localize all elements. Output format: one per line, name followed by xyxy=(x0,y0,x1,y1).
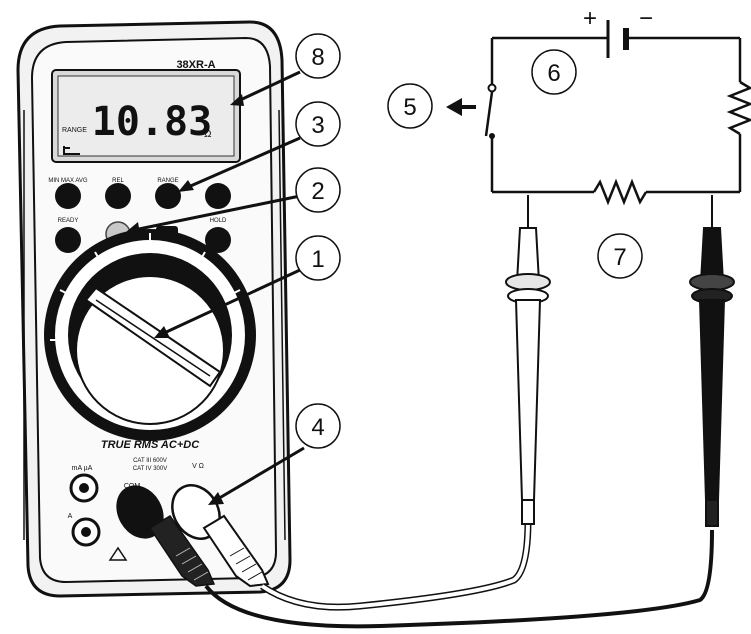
arrowhead-3 xyxy=(178,180,194,192)
leader-4 xyxy=(215,446,305,502)
arrowhead-8 xyxy=(230,94,244,106)
lcd-reading: 10.83 xyxy=(92,99,212,145)
black-plug-boot xyxy=(148,514,216,587)
cat-rating-2: CAT IV 300V xyxy=(133,466,167,472)
model-label: 38XR-A xyxy=(176,59,215,71)
ready-button[interactable] xyxy=(55,227,81,253)
black-probe-strain xyxy=(705,499,719,527)
test-leads xyxy=(204,195,735,629)
callout-1: 1 xyxy=(295,235,341,281)
button-label-hold: HOLD xyxy=(210,218,227,224)
black-probe-handle xyxy=(698,299,726,501)
black-plug-head xyxy=(116,485,164,539)
lcd-screen xyxy=(57,75,235,157)
callout-2: 2 xyxy=(295,167,341,213)
white-plug-ribs xyxy=(229,547,263,581)
dial-pointer-line xyxy=(95,299,211,377)
callout-leaders xyxy=(133,70,305,502)
black-probe-plug[interactable] xyxy=(107,477,216,587)
multimeter: 38XR-A 10.83 Ω RANGE MIN MAX AVG REL RAN… xyxy=(16,20,292,598)
battery: + − xyxy=(583,5,653,58)
callout-number: 6 xyxy=(547,60,560,87)
callout-8: 8 xyxy=(295,33,341,79)
white-plug-boot xyxy=(202,514,270,588)
minmax-button[interactable] xyxy=(55,183,81,209)
callout-6: 6 xyxy=(531,49,577,95)
jack-label-vohm: V Ω xyxy=(192,463,204,470)
callout-number: 5 xyxy=(403,94,416,121)
white-probe-strain xyxy=(521,499,535,525)
callout-7: 7 xyxy=(597,233,643,279)
leader-8 xyxy=(235,70,301,104)
bargraph-icon xyxy=(63,146,80,155)
lcd-unit: Ω xyxy=(204,129,212,140)
open-switch-arrow xyxy=(446,98,476,116)
arrowhead-2 xyxy=(126,222,140,234)
button-row-top: MIN MAX AVG REL RANGE xyxy=(48,178,231,209)
callout-4: 4 xyxy=(295,403,341,449)
callout-number: 1 xyxy=(311,246,324,273)
cat-rating-1: CAT III 600V xyxy=(133,458,167,464)
leader-1 xyxy=(161,268,301,336)
range-button[interactable] xyxy=(155,183,181,209)
battery-minus: − xyxy=(639,5,653,32)
callout-number: 7 xyxy=(613,244,626,271)
fourth-button[interactable] xyxy=(205,183,231,209)
switch-contact-bottom xyxy=(489,133,495,139)
dial-ticks xyxy=(50,233,241,341)
a-jack-hole xyxy=(81,527,91,537)
callout-number: 2 xyxy=(311,178,324,205)
true-rms-label: TRUE RMS AC+DC xyxy=(101,439,200,451)
button-label-range: RANGE xyxy=(157,178,178,184)
dial-pointer xyxy=(84,286,222,388)
warning-icon xyxy=(108,546,128,561)
white-probe-plug[interactable] xyxy=(163,477,270,588)
button-label-rel: REL xyxy=(112,178,124,184)
black-lead-wire xyxy=(204,529,714,629)
rotary-switch[interactable] xyxy=(44,229,256,441)
resistor-horizontal xyxy=(592,178,648,206)
leader-3 xyxy=(185,136,301,190)
rel-button[interactable] xyxy=(105,183,131,209)
black-plug-ribs xyxy=(175,547,209,581)
switch-contact-top xyxy=(487,83,497,93)
black-probe[interactable] xyxy=(689,195,735,527)
callout-5: 5 xyxy=(387,83,433,129)
switch-blade xyxy=(484,91,494,137)
button-label-ready: READY xyxy=(58,218,79,224)
callout-number: 4 xyxy=(311,414,324,441)
white-lead-wire xyxy=(260,519,530,610)
jack-label-ma: mA µA xyxy=(72,465,93,472)
ma-jack-hole xyxy=(79,483,89,493)
callout-number: 3 xyxy=(311,112,324,139)
callout-number: 8 xyxy=(311,44,324,71)
white-probe[interactable] xyxy=(505,195,551,525)
leader-2 xyxy=(133,194,301,232)
circuit xyxy=(484,36,751,206)
jack-label-a: A xyxy=(68,513,73,520)
grip-right xyxy=(278,109,286,541)
arrowhead-1 xyxy=(154,326,170,338)
lcd-mode: RANGE xyxy=(62,127,87,134)
callout-3: 3 xyxy=(295,101,341,147)
white-probe-guard-top xyxy=(505,273,551,291)
resistor-vertical xyxy=(726,80,751,136)
white-probe-handle xyxy=(514,299,542,501)
arrowhead-4 xyxy=(208,492,224,505)
white-lead-outline xyxy=(260,519,532,611)
button-label-minmax: MIN MAX AVG xyxy=(48,178,88,184)
leader-arrowheads xyxy=(126,94,244,505)
black-probe-guard-top xyxy=(689,273,735,291)
battery-plus: + xyxy=(583,5,597,32)
hold-button[interactable] xyxy=(205,227,231,253)
